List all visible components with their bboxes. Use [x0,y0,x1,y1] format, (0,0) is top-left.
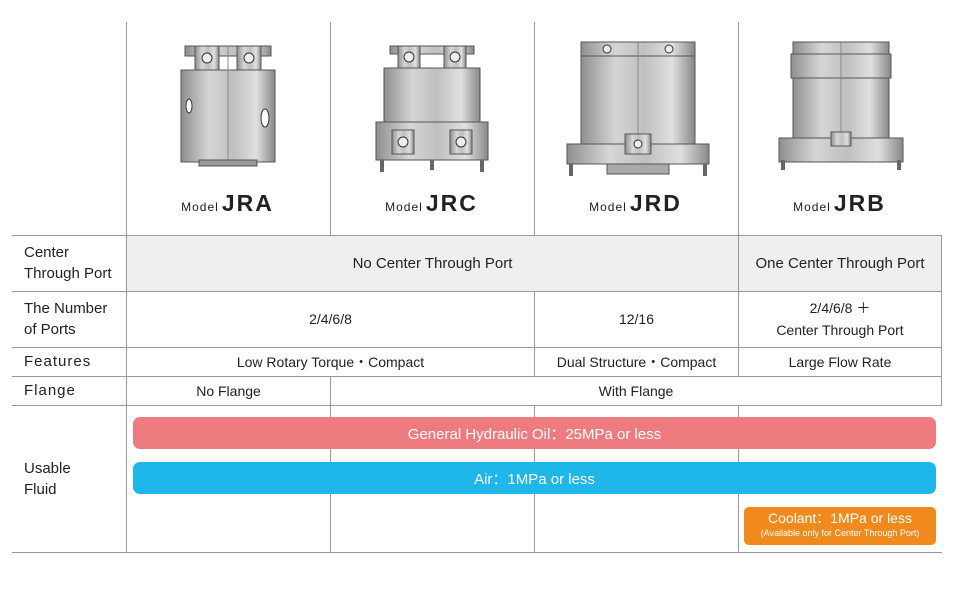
cell-ports-jra-jrc: 2/4/6/8 [309,311,352,327]
model-code: JRD [629,190,682,216]
cell-features-jra-jrc: Low Rotary Torque・Compact [236,353,425,370]
cell-features-jrb: Large Flow Rate [788,353,892,370]
grid-line [534,22,535,235]
cell-line: Center Through Port [776,322,904,338]
jrd-rotary-joint-image [566,41,710,176]
grid-line [12,405,942,406]
grid-line [330,22,331,235]
cell-ports-jrb: 2/4/6/8 ＋ Center Through Port [739,291,941,347]
grid-line [534,291,535,376]
row-header-number-of-ports: The Number of Ports [24,291,107,347]
row-header-flange: Flange [24,376,76,405]
center-through-port-row-bg [126,235,942,291]
row-header-line: Through Port [24,265,112,282]
row-header-line: Features [24,353,92,370]
grid-line [738,235,739,291]
model-code: JRB [833,190,886,216]
grid-line [738,291,739,376]
jrb-rotary-joint-image [778,41,904,170]
grid-line [738,22,739,235]
grid-line [12,376,942,377]
coolant-note: (Available only for Center Through Port) [760,528,920,538]
model-code: JRA [221,190,274,216]
grid-line [941,235,942,405]
coolant-box: Coolant：1MPa or less (Available only for… [744,507,936,545]
row-header-line: Usable [24,459,71,477]
cell-features-jrd: Dual Structure・Compact [556,353,717,370]
grid-line [12,235,942,236]
row-header-line: Center [24,244,70,261]
air-bar: Air：1MPa or less [133,462,936,494]
model-prefix: Model [793,200,831,214]
model-prefix: Model [589,200,627,214]
cell-no-center-through-port: No Center Through Port [352,254,513,272]
model-code: JRC [425,190,478,216]
row-header-line: Flange [24,382,76,399]
row-header-line: Fluid [24,480,57,498]
cell-flange-jra: No Flange [196,382,261,399]
coolant-label: Coolant：1MPa or less [768,510,912,526]
row-header-line: of Ports [24,321,76,338]
row-header-line: The Number [24,300,108,317]
model-prefix: Model [385,200,423,214]
cell-line: 2/4/6/8 ＋ [809,300,871,316]
grid-line [126,22,127,552]
grid-line [12,552,942,553]
cell-flange-others: With Flange [598,382,674,399]
hydraulic-oil-bar: General Hydraulic Oil：25MPa or less [133,417,936,449]
grid-line [12,347,942,348]
jrc-rotary-joint-image [375,45,489,172]
row-header-features: Features [24,347,91,376]
cell-one-center-through-port: One Center Through Port [755,254,925,272]
grid-line [12,291,942,292]
cell-ports-jrd: 12/16 [618,311,655,327]
model-prefix: Model [181,200,219,214]
jra-rotary-joint-image [180,45,276,167]
